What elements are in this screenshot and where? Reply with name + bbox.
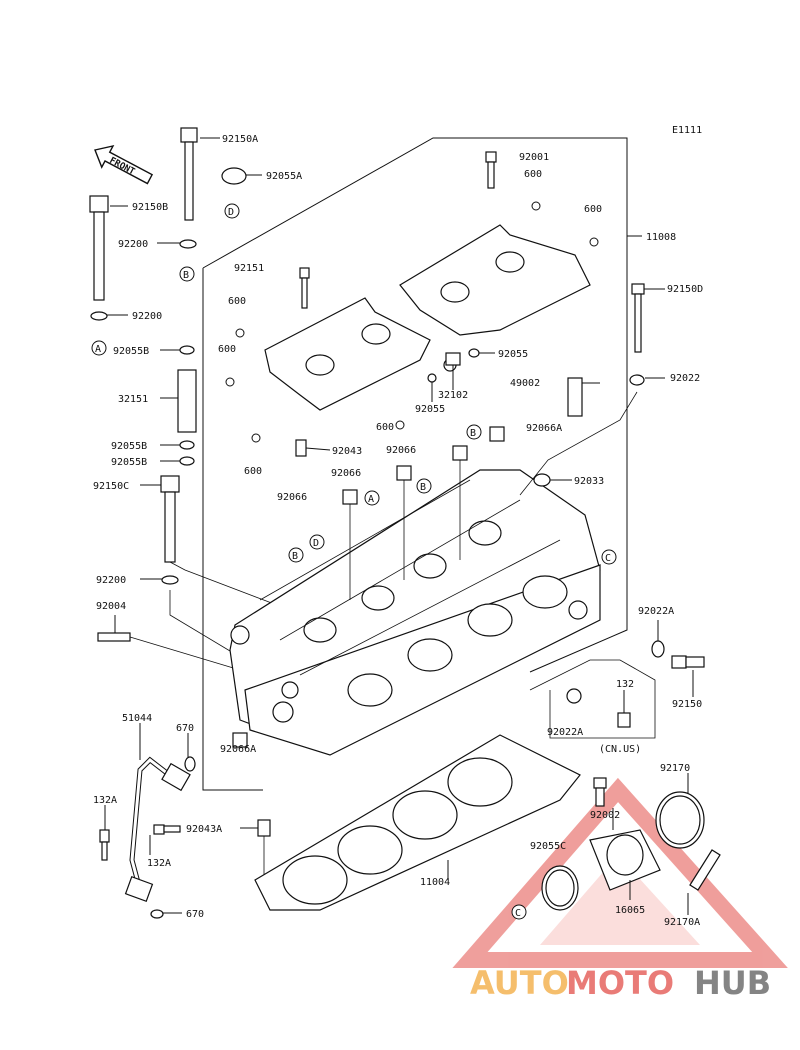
label-92055b-a: 92055B	[113, 346, 149, 357]
label-92055a: 92055A	[266, 171, 302, 182]
label-92055c: 92055C	[530, 841, 566, 852]
label-92066-a: 92066	[386, 445, 416, 456]
label-92066-b: 92066	[331, 468, 361, 479]
label-92150c: 92150C	[93, 481, 129, 492]
label-51044: 51044	[122, 713, 152, 724]
ref-b-2: B	[470, 428, 476, 439]
label-670-a: 670	[176, 723, 194, 734]
right-parts-group	[519, 283, 705, 739]
label-92200-c: 92200	[96, 575, 126, 586]
label-92002: 92002	[590, 810, 620, 821]
label-92033: 92033	[574, 476, 604, 487]
label-600-b: 600	[584, 204, 602, 215]
label-600-c: 600	[228, 296, 246, 307]
label-92022: 92022	[670, 373, 700, 384]
label-92055-a: 92055	[498, 349, 528, 360]
label-92151: 92151	[234, 263, 264, 274]
label-600-d: 600	[218, 344, 236, 355]
label-92066a-b: 92066A	[220, 744, 256, 755]
reference-markers: D B A B A B B D C C	[91, 203, 617, 920]
ref-d-2: D	[313, 538, 319, 549]
label-49002: 49002	[510, 378, 540, 389]
assembly-outline	[202, 137, 642, 791]
label-32102: 32102	[438, 390, 468, 401]
ref-b-1: B	[183, 270, 189, 281]
label-92150d: 92150D	[667, 284, 703, 295]
ref-b-3: B	[420, 482, 426, 493]
watermark-logo	[452, 777, 788, 968]
ref-c-2: C	[515, 908, 521, 919]
label-92001: 92001	[519, 152, 549, 163]
ref-d-1: D	[228, 207, 234, 218]
label-92055-b: 92055	[415, 404, 445, 415]
label-92043: 92043	[332, 446, 362, 457]
left-bolts-group	[89, 127, 291, 671]
dowel-pins	[225, 201, 599, 443]
label-600-f: 600	[244, 466, 262, 477]
label-92170: 92170	[660, 763, 690, 774]
label-92150b: 92150B	[132, 202, 168, 213]
label-600-e: 600	[376, 422, 394, 433]
bottom-right-parts	[541, 773, 721, 915]
oil-pipe-group	[99, 723, 196, 919]
part-labels: 92150A 92055A 92150B 92200 92200 92055B …	[93, 134, 703, 928]
label-600-a: 600	[524, 169, 542, 180]
cylinder-head	[229, 469, 601, 756]
label-92066-c: 92066	[277, 492, 307, 503]
label-670-b: 670	[186, 909, 204, 920]
watermark-hub: HUB	[694, 964, 771, 1002]
watermark-text: AUTO MOTO HUB	[470, 964, 771, 1002]
label-132: 132	[616, 679, 634, 690]
ref-a-2: A	[368, 494, 374, 505]
label-11004: 11004	[420, 877, 450, 888]
label-92150a: 92150A	[222, 134, 258, 145]
ref-c-1: C	[605, 553, 611, 564]
label-92200-b: 92200	[132, 311, 162, 322]
label-132a-b: 132A	[147, 858, 171, 869]
label-16065: 16065	[615, 905, 645, 916]
label-11008: 11008	[646, 232, 676, 243]
label-92022a-a: 92022A	[638, 606, 674, 617]
head-gasket	[254, 734, 581, 911]
label-92066a-t: 92066A	[526, 423, 562, 434]
label-92200-a: 92200	[118, 239, 148, 250]
label-cn-us-note: (CN.US)	[599, 744, 641, 755]
label-92055b-c: 92055B	[111, 457, 147, 468]
label-92004: 92004	[96, 601, 126, 612]
watermark-auto: AUTO	[470, 964, 569, 1002]
camshaft-cap-right	[399, 151, 591, 336]
label-32151: 32151	[118, 394, 148, 405]
ref-b-4: B	[292, 551, 298, 562]
diagram-code: E1111	[672, 125, 702, 136]
valve-seals	[342, 426, 505, 600]
label-92022a-b: 92022A	[547, 727, 583, 738]
watermark-moto: MOTO	[566, 964, 674, 1002]
front-arrow-icon: FRONT	[94, 144, 154, 185]
label-92055b-b: 92055B	[111, 441, 147, 452]
label-92150: 92150	[672, 699, 702, 710]
label-132a-a: 132A	[93, 795, 117, 806]
ref-a-1: A	[95, 344, 101, 355]
label-92043a: 92043A	[186, 824, 222, 835]
label-92170a: 92170A	[664, 917, 700, 928]
